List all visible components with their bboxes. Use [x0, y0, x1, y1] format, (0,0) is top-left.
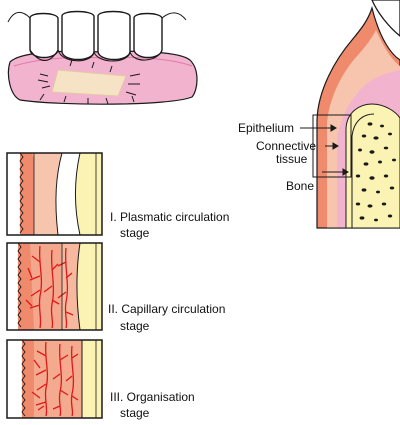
stage-3-label-line2: stage: [120, 406, 150, 420]
jaw-illustration: [7, 10, 198, 105]
stage-3-label-line1: III. Organisation: [110, 390, 195, 404]
panel-plasmatic: [6, 152, 103, 236]
sutures: [37, 59, 141, 105]
bone-trabeculae: [355, 122, 396, 222]
cortical-boundary: [351, 113, 375, 228]
label-arrows: [300, 124, 349, 176]
label-connective: Connective: [256, 139, 317, 153]
label-tissue: tissue: [276, 152, 308, 166]
stage-2-label-line2: stage: [120, 319, 150, 333]
panel-organisation: [6, 339, 103, 419]
stage-2-label-line1: II. Capillary circulation: [108, 302, 226, 316]
tooth-crown: [371, 0, 400, 37]
free-gingival-graft: [51, 69, 127, 97]
tooth-3: [97, 10, 131, 61]
organised-vessels: [31, 341, 79, 417]
alveolar-bone: [345, 103, 400, 229]
gingival-margin: [29, 48, 163, 62]
panel-capillary: [6, 242, 103, 331]
periodontium-section: [312, 0, 400, 229]
label-epithelium: Epithelium: [238, 121, 295, 135]
suture-thread: [7, 12, 187, 23]
tooth-1: [29, 12, 59, 59]
tooth-4: [133, 12, 163, 59]
label-bone: Bone: [286, 179, 315, 193]
detail-box: [312, 114, 352, 178]
tooth-2: [61, 10, 95, 61]
stage-1-label-line2: stage: [120, 226, 150, 240]
stage-1-label-line1: I. Plasmatic circulation: [110, 210, 230, 224]
